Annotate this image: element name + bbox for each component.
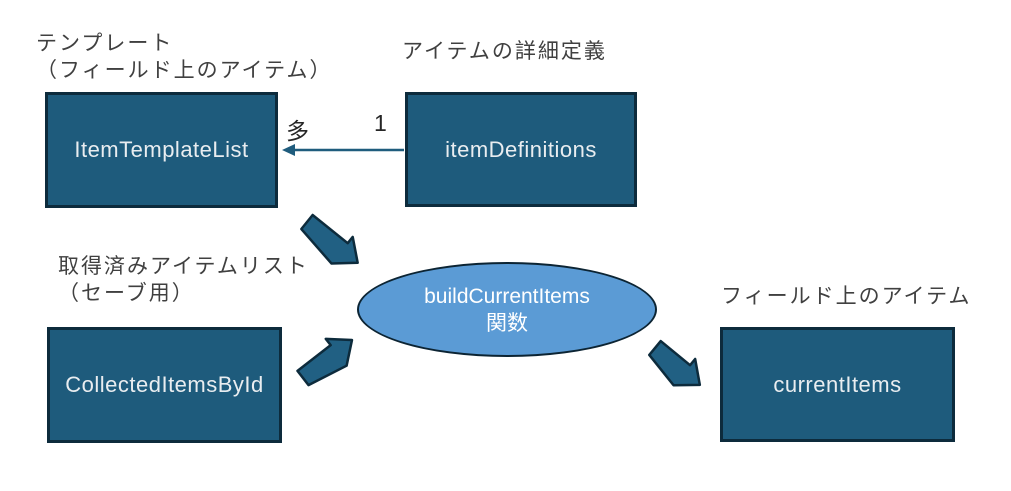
node-current-items: currentItems [720,327,955,442]
caption-current-items: フィールド上のアイテム [721,285,972,308]
block-arrow-collecteditems-to-function [296,337,354,387]
caption-collected-items-by-id: 取得済みアイテムリスト （セーブ用） [58,255,309,305]
block-arrow-icon [296,337,354,387]
node-item-template-list-label: ItemTemplateList [74,137,249,162]
node-collected-items-by-id: CollectedItemsById [47,327,282,443]
block-arrow-icon [648,339,702,387]
node-collected-items-by-id-label: CollectedItemsById [65,372,264,397]
caption-item-definitions: アイテムの詳細定義 [402,40,607,63]
node-item-template-list: ItemTemplateList [45,92,278,208]
node-current-items-label: currentItems [773,371,902,397]
node-item-definitions-label: itemDefinitions [445,136,597,162]
node-build-current-items: buildCurrentItems 関数 [357,262,657,357]
node-build-current-items-label: buildCurrentItems 関数 [424,284,590,335]
multiplicity-one-label: 1 [374,110,387,136]
block-arrow-function-to-currentitems [648,339,702,387]
caption-item-template-list: テンプレート （フィールド上のアイテム） [36,32,333,82]
node-item-definitions: itemDefinitions [405,92,637,207]
multiplicity-many-label: 多 [286,118,309,144]
